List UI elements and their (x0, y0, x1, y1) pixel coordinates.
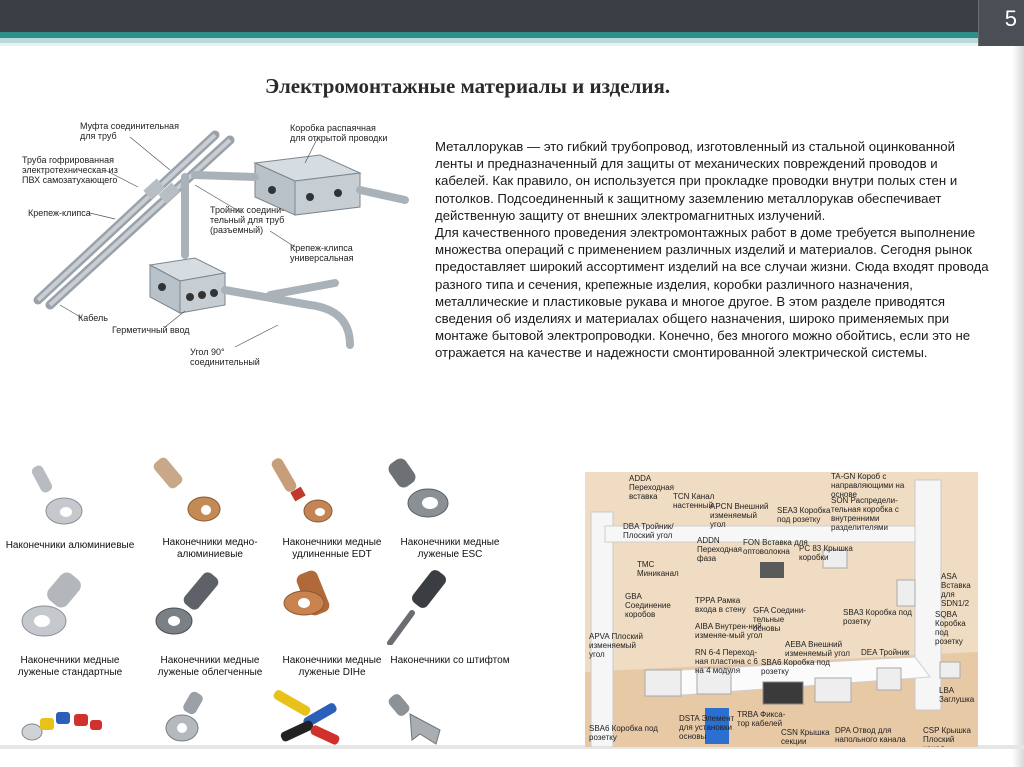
installation-photo-drawing (585, 472, 978, 747)
install-label-lba: LBA Заглушка (939, 686, 975, 704)
diagram-label-universal-clip: Крепеж-клипса универсальная (290, 243, 354, 263)
lug-ring-image (165, 691, 203, 742)
install-label-aiba: AIBA Внутрен-ний изменяе-мый угол (695, 622, 763, 640)
install-label-dea: DEA Тройник (861, 648, 910, 657)
install-label-tppa: TPPA Рамка входа в стену (695, 596, 746, 614)
page-shadow-bottom (0, 745, 1024, 749)
install-label-gba: GBA Соединение коробов (625, 592, 671, 619)
installation-photo: ADDA Переходная вставка TCN Канал настен… (585, 472, 978, 747)
lug-insulated-ring (10, 690, 150, 750)
diagram-label-angle: Угол 90° соединительный (190, 347, 260, 367)
install-label-asa: ASA Вставка для SDN1/2 (941, 572, 971, 608)
diagram-label-junction-box: Коробка распаячная для открытой проводки (290, 123, 388, 143)
lug-tinned-dihe-image (283, 570, 330, 616)
install-label-csn: CSN Крышка секции (781, 728, 830, 746)
diagram-label-tee: Тройник соедини-тельный для труб (разъем… (210, 205, 285, 235)
lug-copper-edt: Наконечники медные удлиненные EDT (262, 455, 402, 560)
install-label-dsta: DSTA Элемент для установки основы (679, 714, 735, 741)
junction-box-top (253, 154, 362, 216)
paragraph-materials: Для качественного проведения электромонт… (435, 225, 989, 361)
lug-fork-image (388, 694, 441, 745)
lug-fork (380, 690, 520, 750)
lug-insulated-fork (262, 690, 402, 750)
diagram-label-cable: Кабель (78, 313, 108, 323)
page-title: Электромонтажные материалы и изделия. (265, 74, 671, 98)
lug-tinned-esc: Наконечники медные луженые ESC (380, 455, 520, 560)
diagram-label-coupling: Муфта соединительная для труб (80, 121, 179, 141)
lug-ring (150, 690, 290, 750)
lug-label-tinned-esc: Наконечники медные луженые ESC (400, 537, 500, 560)
lug-pin: Наконечники со штифтом (380, 565, 520, 666)
header-band (0, 32, 1024, 38)
lug-copper-aluminum: Наконечники медно-алюминиевые (140, 455, 280, 560)
install-label-rn64: RN 6-4 Переход-ная пластина с 6 на 4 мод… (695, 648, 758, 675)
install-label-adda: ADDA Переходная вставка (629, 474, 674, 501)
lug-label-aluminum: Наконечники алюминиевые (5, 540, 135, 551)
lug-insulated-ring-image (21, 712, 102, 741)
lug-label-tinned-light: Наконечники медные луженые облегченные (157, 655, 263, 678)
lug-label-copper-edt: Наконечники медные удлиненные EDT (282, 537, 382, 560)
lug-aluminum-image (31, 465, 83, 525)
page-number-box: 5 (978, 0, 1024, 46)
install-label-ta-gn: TA-GN Короб с направляющими на основе (831, 472, 905, 499)
lug-insulated-fork-image (273, 690, 340, 745)
lug-label-pin: Наконечники со штифтом (390, 655, 510, 666)
install-label-tcn: TCN Канал настенный (673, 492, 715, 510)
install-label-dpa: DPA Отвод для напольного канала (835, 726, 906, 744)
install-label-aeba: AEBA Внешний изменяемый угол (785, 640, 850, 658)
install-label-csp: CSP Крышка Плоский канал (923, 726, 971, 747)
install-label-gfa: GFA Соедини-тельные основы (753, 606, 806, 633)
lug-copper-edt-image (271, 458, 333, 523)
conduit-diagram-drawing (33, 130, 409, 349)
lug-tinned-light-image (155, 572, 219, 635)
install-label-sba6-floor: SBA6 Коробка под розетку (589, 724, 658, 742)
lug-tinned-standard: Наконечники медные луженые стандартные (0, 565, 140, 678)
header-bar (0, 0, 1024, 32)
install-label-sba3: SBA3 Коробка под розетку (843, 608, 912, 626)
conduit-diagram: Муфта соединительная для труб Коробка ра… (20, 115, 420, 385)
page-number: 5 (1004, 6, 1017, 31)
lug-tinned-light: Наконечники медные луженые облегченные (140, 565, 280, 678)
install-label-son: SON Распредели-тельная коробка с внутрен… (831, 496, 899, 532)
lug-label-tinned-dihe: Наконечники медные луженые DIHe (282, 655, 382, 678)
install-label-pc83: PC 83 Крышка коробки (799, 544, 853, 562)
header-band-light (0, 38, 1024, 43)
install-label-trba: TRBA Фикса-тор кабелей (737, 710, 786, 728)
install-label-sba6: SBA6 Коробка под розетку (761, 658, 830, 676)
lug-tinned-dihe: Наконечники медные луженые DIHe (262, 565, 402, 678)
body-text: Металлорукав — это гибкий трубопровод, и… (435, 138, 990, 362)
lug-pin-image (387, 570, 446, 646)
lug-tinned-standard-image (21, 572, 81, 637)
install-label-apcn: APCN Внешний изменяемый угол (710, 502, 769, 529)
lug-aluminum: Наконечники алюминиевые (0, 455, 140, 551)
install-label-addn: ADDN Переходная фаза (697, 536, 742, 563)
junction-box-bottom (148, 257, 227, 314)
diagram-label-corrugated-pipe: Труба гофрированная электротехническая и… (22, 155, 118, 185)
lug-tinned-esc-image (388, 458, 449, 518)
paragraph-metal-hose: Металлорукав — это гибкий трубопровод, и… (435, 139, 958, 223)
diagram-label-sealed-entry: Герметичный ввод (112, 325, 190, 335)
install-label-apva: APVA Плоский изменяемый угол (589, 632, 643, 659)
install-label-sea3: SEA3 Коробка под розетку (777, 506, 831, 524)
header-band-pale (0, 43, 1024, 46)
diagram-label-clip: Крепеж-клипса (28, 208, 91, 218)
page-shadow-right (1012, 46, 1024, 767)
lug-copper-aluminum-image (153, 457, 221, 522)
lug-label-tinned-standard: Наконечники медные луженые стандартные (17, 655, 123, 678)
install-label-fon: FON Вставка для оптоволокна (743, 538, 808, 556)
install-label-sqba: SQBA Коробка под розетку (935, 610, 966, 646)
lug-label-copper-aluminum: Наконечники медно-алюминиевые (162, 537, 258, 560)
install-label-tmc: TMC Миниканал (637, 560, 679, 578)
install-label-dba: DBA Тройник/Плоский угол (623, 522, 674, 540)
